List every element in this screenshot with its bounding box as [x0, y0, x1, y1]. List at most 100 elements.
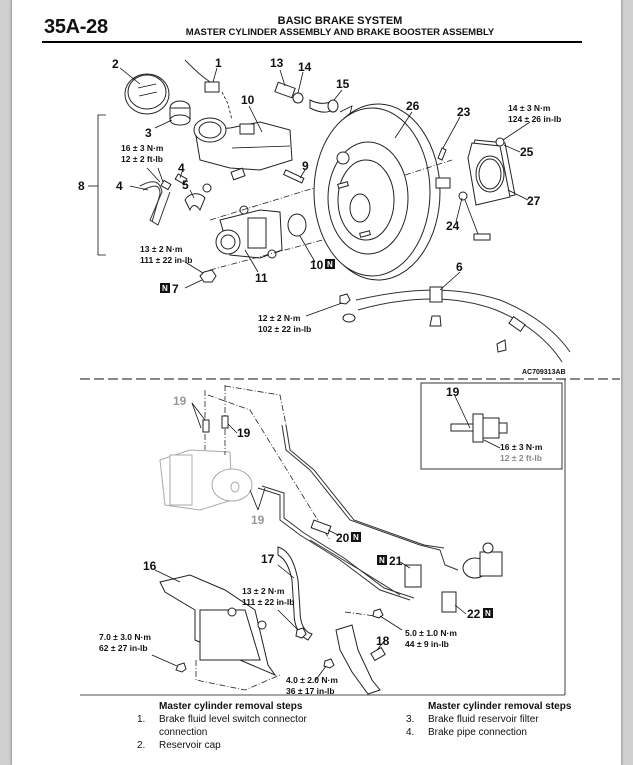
leader-13 [279, 69, 286, 87]
removal-step: 4. Brake pipe connection [406, 726, 588, 739]
callout-22: 22 [467, 607, 481, 621]
hose-clamp-20 [310, 519, 332, 535]
callout-7: 7 [172, 282, 179, 296]
section-subtitle: MASTER CYLINDER ASSEMBLY AND BRAKE BOOST… [185, 27, 495, 38]
torque-inset-nm: 16 ± 3 N·m [500, 442, 543, 452]
leader-26 [394, 111, 413, 139]
hydraulic-unit [159, 449, 253, 511]
leader-16 [154, 569, 181, 583]
leader-22 [454, 604, 467, 615]
bolt-18 [323, 658, 335, 669]
group-bracket-8 [97, 114, 106, 256]
nut-7 [199, 269, 217, 283]
flare-nut [221, 415, 229, 429]
step-number: 1. [137, 714, 146, 725]
leader-23 [442, 116, 461, 149]
clevis-pin [458, 191, 468, 201]
new-part-marker-7: N [160, 283, 170, 293]
grommet-22 [441, 591, 457, 613]
bolt-16 [175, 662, 187, 673]
callout-25: 25 [520, 145, 534, 159]
callout-3: 3 [145, 126, 152, 140]
callout-10: 10 [241, 93, 255, 107]
svg-text:N: N [353, 533, 359, 542]
lock-pin [473, 233, 491, 241]
cover-16 [159, 574, 277, 677]
master-cylinder [215, 205, 283, 259]
leader-ground [305, 302, 343, 317]
callout-18: 18 [376, 634, 390, 648]
torque-17-imperial: 111 ± 22 in-lb [242, 597, 294, 607]
callout-8: 8 [78, 179, 85, 193]
callout-1: 1 [215, 56, 222, 70]
level-switch-connector [204, 81, 220, 93]
torque-pipe-nm: 16 ± 3 N·m [121, 143, 164, 153]
leader-25 [503, 144, 521, 153]
clip [202, 183, 212, 193]
leader-torque-16 [151, 654, 178, 667]
new-part-marker-21: N [377, 555, 387, 565]
torque-16-nm: 7.0 ± 3.0 N·m [99, 632, 151, 642]
callout-4b: 4 [178, 161, 185, 175]
torque-clip-imperial: 44 ± 9 in-lb [405, 639, 449, 649]
callout-23: 23 [457, 105, 471, 119]
torque-17-nm: 13 ± 2 N·m [242, 586, 285, 596]
leader-torque-25 [502, 121, 531, 141]
callout-11: 10 [310, 258, 324, 272]
torque-inset-imperial: 12 ± 2 ft-lb [500, 453, 542, 463]
callout-6: 6 [456, 260, 463, 274]
leader-9 [299, 169, 306, 179]
header-rule [42, 41, 582, 43]
removal-step: 1. Brake fluid level switch connector co… [137, 713, 329, 739]
brake-pipe-bundle [257, 424, 445, 601]
svg-text:N: N [379, 556, 385, 565]
step-text: Brake fluid level switch connector conne… [159, 714, 307, 738]
leader-27 [507, 189, 529, 201]
leader-inset-19 [454, 395, 471, 429]
pin-23 [437, 147, 447, 161]
leader-5 [189, 189, 195, 199]
callout-9: 9 [302, 159, 309, 173]
torque-18-nm: 4.0 ± 2.0 N·m [286, 675, 338, 685]
duct-18 [335, 624, 386, 695]
callout-19-grey-top: 19 [173, 394, 187, 408]
callout-13: 13 [270, 56, 284, 70]
callout-15: 15 [336, 77, 350, 91]
callout-2: 2 [112, 57, 119, 71]
torque-mc-nut-imperial: 111 ± 22 in-lb [140, 255, 192, 265]
torque-bracket-imperial: 124 ± 26 in-lb [508, 114, 561, 124]
torque-ground-imperial: 102 ± 22 in-lb [258, 324, 311, 334]
callout-19-grey-bottom: 19 [251, 513, 265, 527]
leader-20 [327, 529, 339, 536]
reservoir-hose [184, 193, 206, 212]
step-text: Reservoir cap [159, 740, 221, 751]
step-text: Brake fluid reservoir filter [428, 714, 539, 725]
leader-12 [244, 249, 259, 273]
new-part-marker-22: N [483, 608, 493, 618]
lower-diagram: 19 16 ± 3 N·m 12 ± 2 ft-lb [80, 378, 620, 696]
step-text: Brake pipe connection [428, 727, 527, 738]
removal-steps-title: Master cylinder removal steps [428, 701, 572, 712]
leader-inset-torque [483, 439, 501, 449]
leader-18 [376, 639, 386, 651]
flare-nut [202, 419, 210, 433]
leader-17 [277, 564, 295, 579]
nut-25 [495, 137, 505, 147]
brake-pipe-flare-nut-detail [450, 413, 508, 443]
leader-torque-18 [314, 665, 327, 682]
page-title-block: BASIC BRAKE SYSTEM MASTER CYLINDER ASSEM… [150, 16, 530, 39]
callout-21: 21 [389, 554, 403, 568]
grommet-21 [404, 564, 422, 588]
bolt-9 [283, 169, 305, 184]
torque-clip-nm: 5.0 ± 1.0 N·m [405, 628, 457, 638]
callout-17: 17 [261, 552, 275, 566]
leader-10 [248, 105, 263, 133]
brake-pipes [139, 173, 188, 226]
svg-text:N: N [485, 609, 491, 618]
callout-4a: 4 [116, 179, 123, 193]
figure-code: AC709313AB [522, 369, 566, 376]
torque-18-imperial: 36 ± 17 in-lb [286, 686, 335, 696]
removal-steps-title: Master cylinder removal steps [159, 701, 303, 712]
leader-3 [154, 119, 173, 129]
